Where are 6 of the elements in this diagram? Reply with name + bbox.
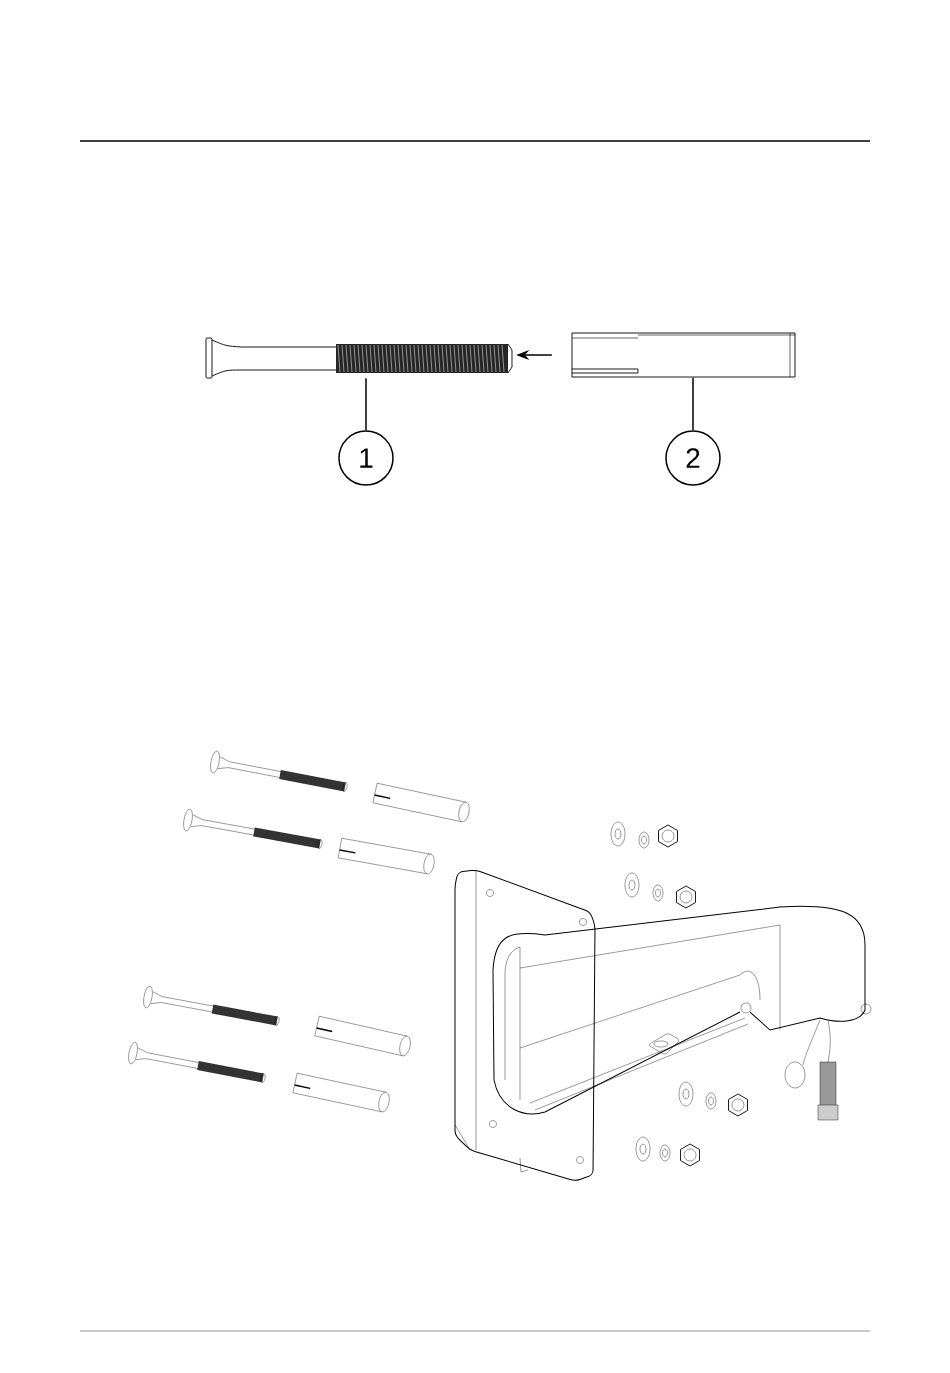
leader-line <box>365 377 367 431</box>
bolt-drawing <box>205 337 513 379</box>
callout-number: 1 <box>338 430 394 486</box>
leader-line <box>692 376 694 431</box>
anchor-sleeve-drawing <box>571 332 796 378</box>
callout-number: 2 <box>665 430 721 486</box>
